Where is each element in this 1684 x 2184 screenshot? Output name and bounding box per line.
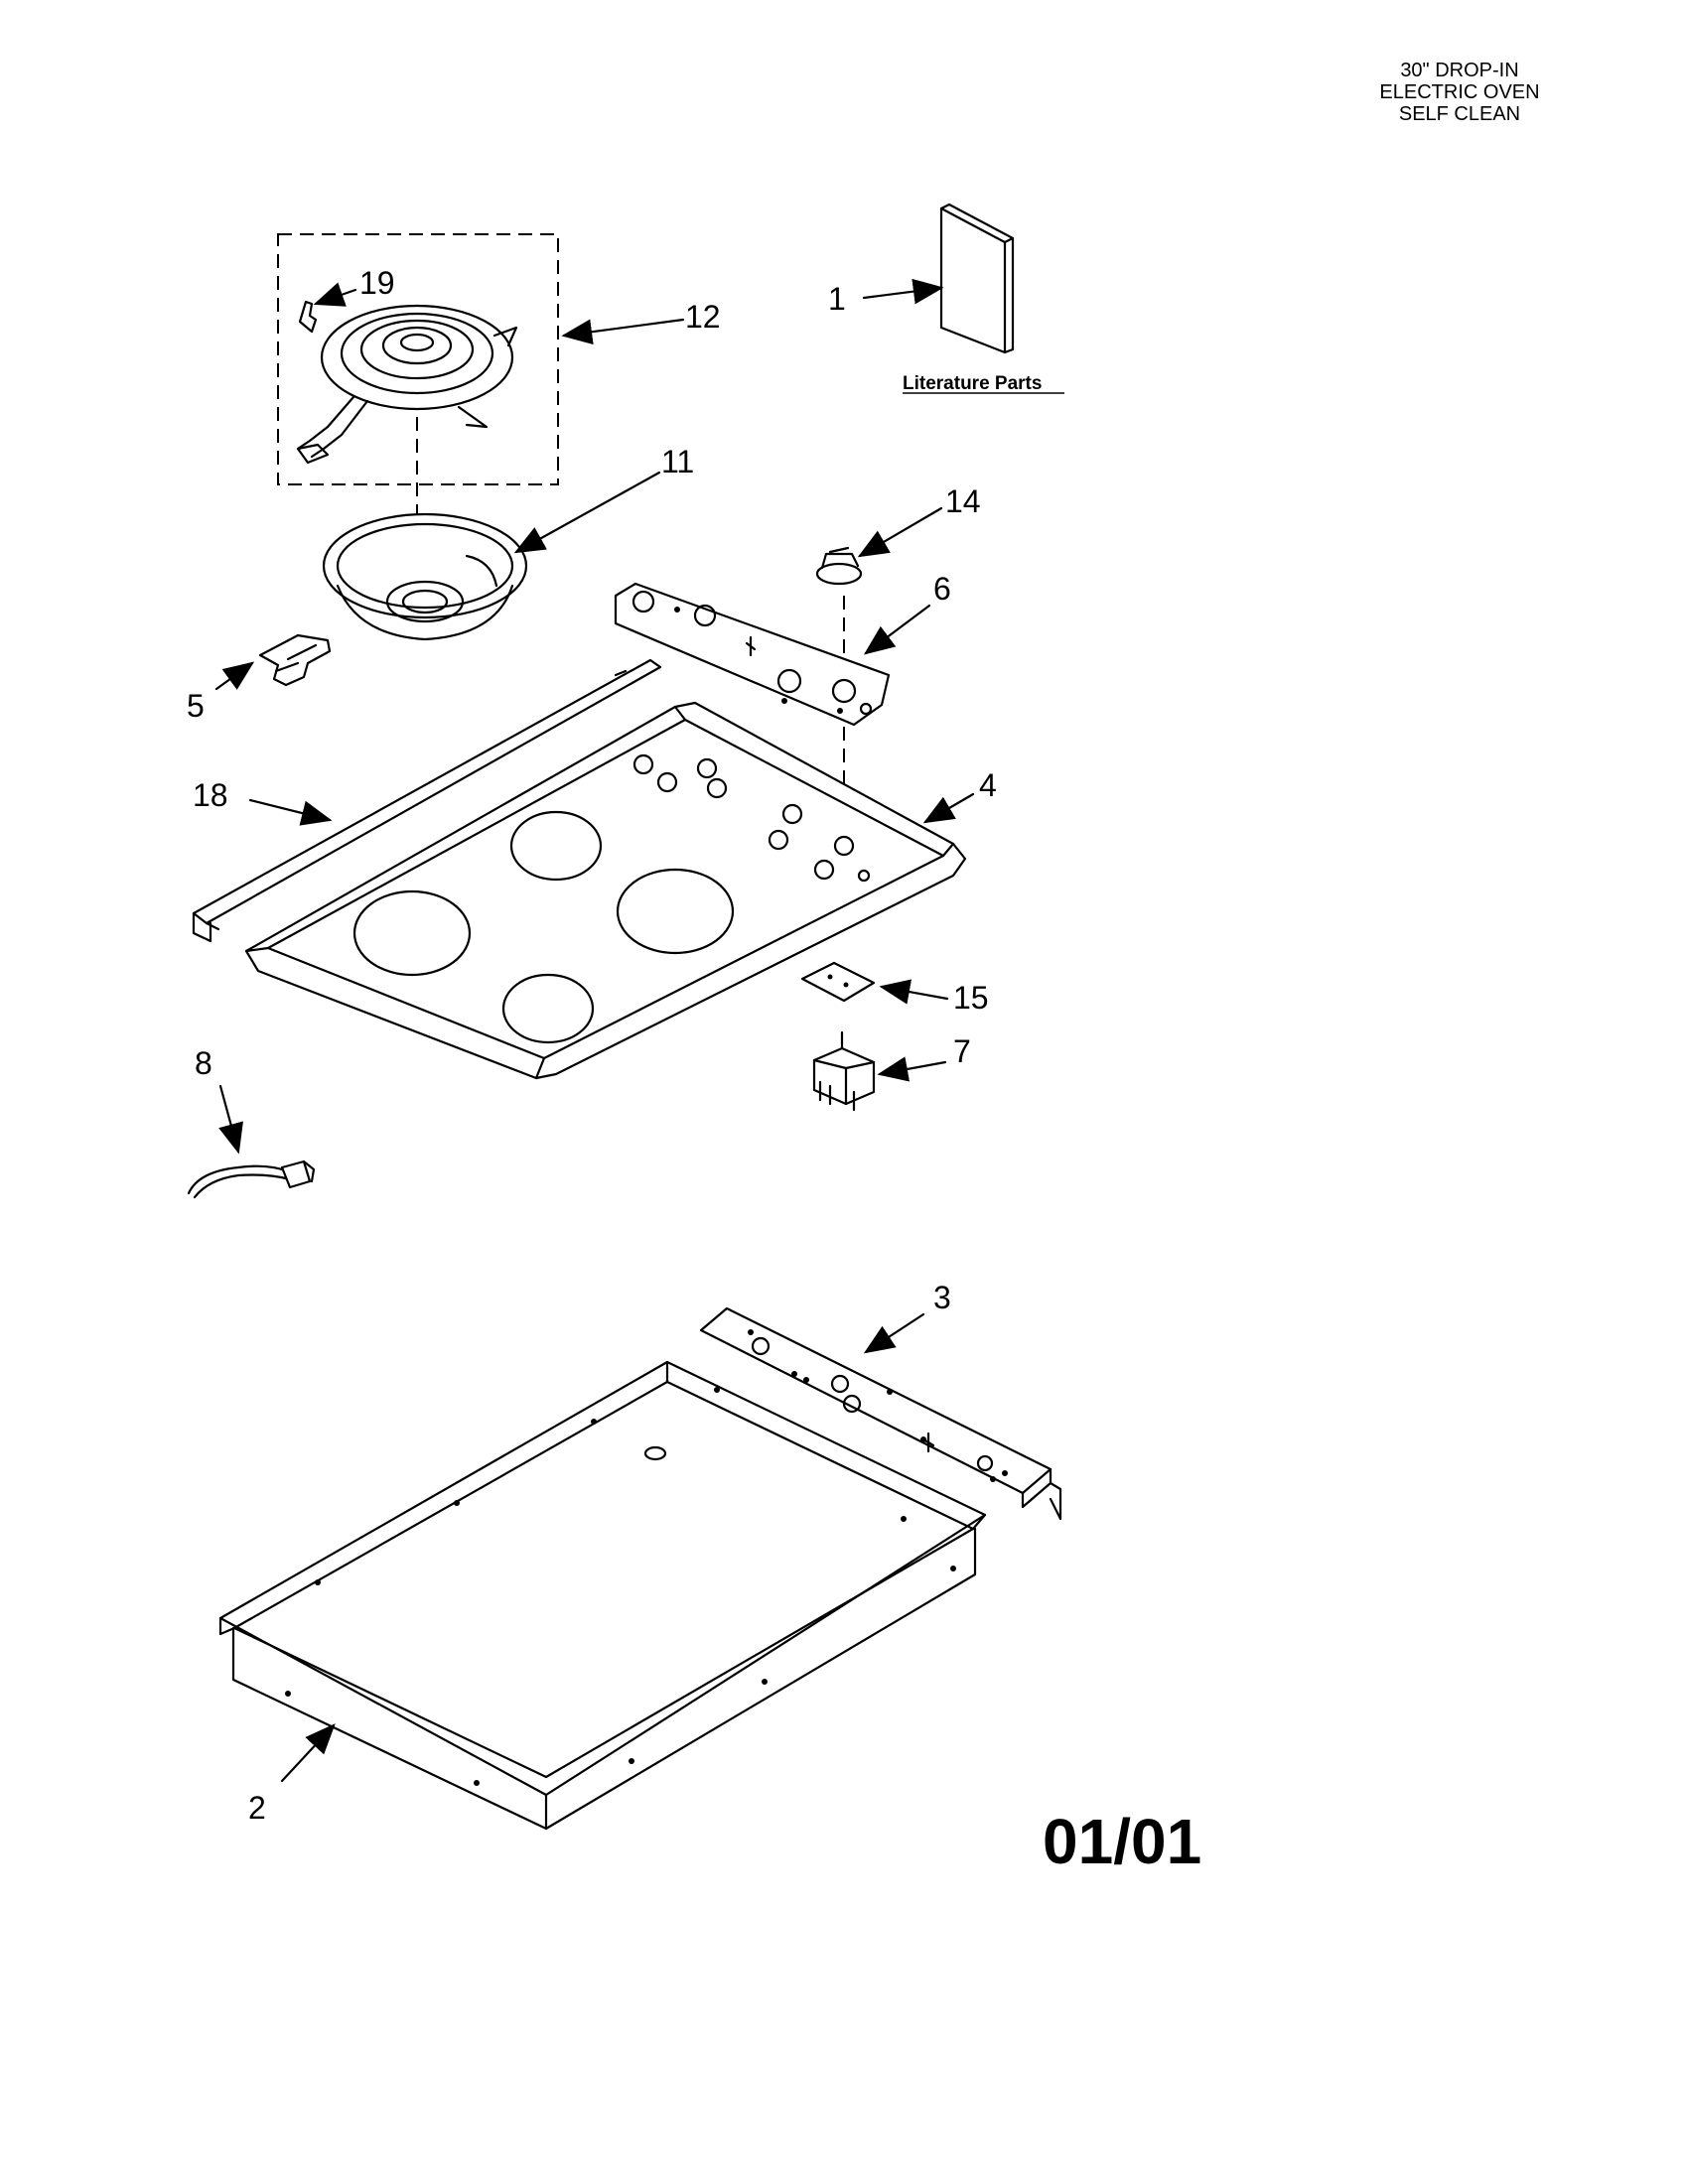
callout-19: 19 [359, 265, 395, 301]
callout-6: 6 [933, 571, 951, 607]
header-line-1: 30" DROP-IN [1400, 60, 1519, 81]
control-panel-trim [614, 582, 891, 727]
control-knob [815, 546, 863, 586]
cooktop-maintop [244, 701, 967, 1080]
header-line-2: ELECTRIC OVEN [1379, 81, 1540, 103]
callout-18: 18 [193, 777, 228, 813]
element-kit-box [277, 233, 559, 485]
surface-element [296, 304, 518, 465]
burner-box [218, 1360, 987, 1831]
literature-booklet [939, 203, 1015, 354]
infinite-switch [812, 1030, 876, 1112]
cooktop-hole-rear-left [509, 810, 603, 882]
callout-14: 14 [945, 483, 981, 519]
page-number: 01/01 [1043, 1806, 1202, 1877]
surface-element-assembly [277, 233, 559, 485]
callout-2: 2 [248, 1790, 266, 1826]
wire-harness [187, 1160, 316, 1199]
callout-8: 8 [195, 1045, 212, 1081]
callout-11: 11 [661, 444, 694, 479]
callout-12: 12 [685, 299, 721, 335]
cooktop-hole-rear-right [616, 868, 735, 955]
callout-4: 4 [979, 767, 997, 803]
header-line-3: SELF CLEAN [1398, 103, 1521, 125]
callout-3: 3 [933, 1280, 951, 1315]
drip-bowl [322, 512, 528, 641]
callout-7: 7 [953, 1033, 971, 1069]
literature-parts-label: Literature Parts [903, 373, 1042, 394]
element-receptacle-bracket [258, 633, 332, 687]
callout-5: 5 [187, 688, 205, 724]
cooktop-hole-front-left [352, 889, 472, 977]
control-bracket [699, 1306, 1062, 1521]
terminal-clip [298, 300, 318, 334]
cooktop-hole-front-right [501, 973, 595, 1044]
leader-lines [214, 278, 975, 1783]
callout-1: 1 [828, 281, 846, 317]
side-trim-strip [192, 658, 662, 943]
callout-15: 15 [953, 980, 989, 1016]
switch-plate [800, 961, 876, 1003]
